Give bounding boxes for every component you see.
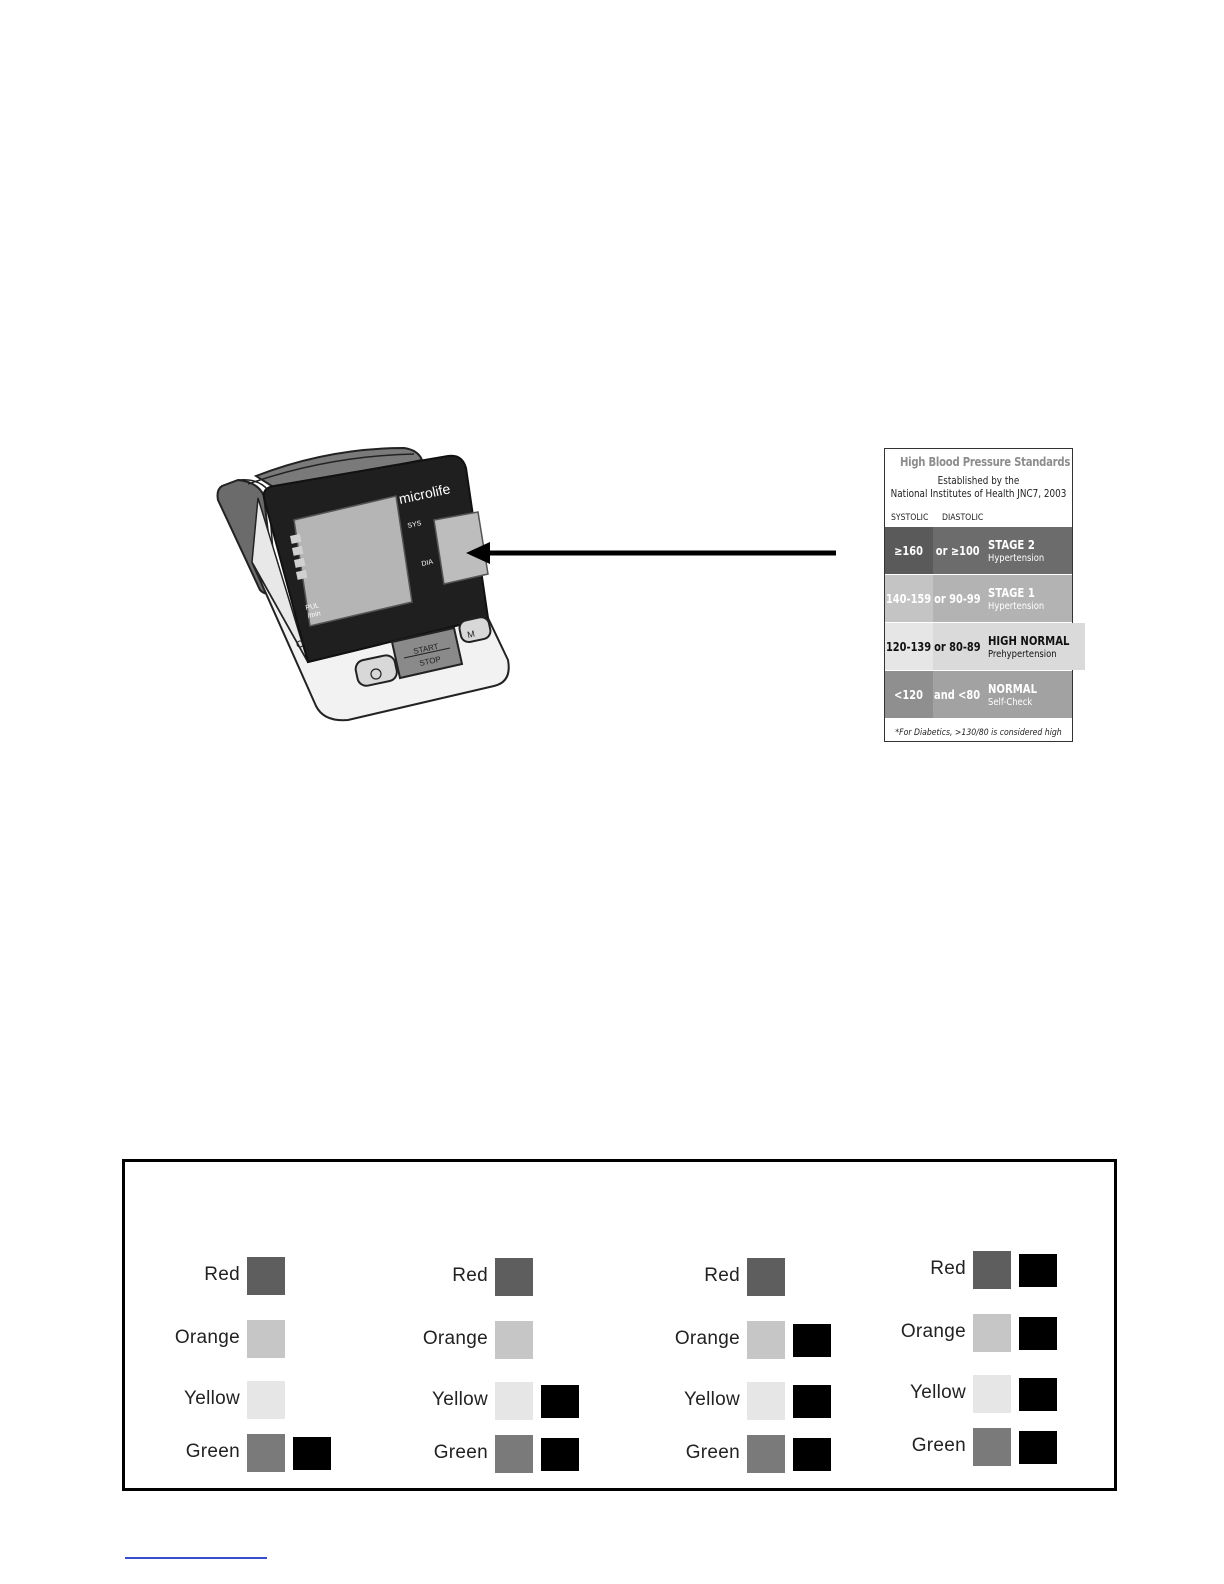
pointer-arrow <box>466 542 836 564</box>
footer-link-underline <box>125 1557 267 1559</box>
stage-label: HIGH NORMAL <box>988 633 1070 648</box>
legend-swatch-green <box>973 1428 1011 1466</box>
bp-standards-card: High Blood Pressure Standards Establishe… <box>884 448 1085 742</box>
legend-label-red: Red <box>452 1265 488 1286</box>
blood-pressure-monitor: microlife SYS DIA PUL /min START STOP M <box>216 446 510 722</box>
sys-label: SYS <box>407 520 422 530</box>
legend-check-mark <box>1019 1431 1057 1464</box>
stage-description: Self-Check <box>988 696 1033 708</box>
legend-swatch-orange <box>747 1321 785 1359</box>
legend-label-green: Green <box>911 1435 966 1456</box>
legend-check-mark <box>793 1324 831 1357</box>
bp-card-subtitle: Established by the <box>937 475 1020 487</box>
pulse-label: PUL <box>305 602 320 612</box>
diastolic-value: or ≥100 <box>935 543 980 558</box>
systolic-header: SYSTOLIC <box>891 513 929 523</box>
legend-swatch-red <box>747 1258 785 1296</box>
stage-description: Hypertension <box>988 600 1045 612</box>
stage-label: STAGE 2 <box>988 537 1035 552</box>
legend-check-mark <box>793 1438 831 1471</box>
legend-check-mark <box>793 1385 831 1418</box>
legend-label-green: Green <box>185 1441 240 1462</box>
clock-icon <box>370 668 382 680</box>
clock-button[interactable] <box>354 654 399 688</box>
legend-label-yellow: Yellow <box>909 1382 966 1403</box>
legend-label-orange: Orange <box>174 1327 240 1348</box>
diastolic-value: or 80-89 <box>934 639 981 654</box>
legend-label-orange: Orange <box>674 1328 740 1349</box>
pulse-unit-label: /min <box>307 610 321 620</box>
legend-swatch-green <box>247 1434 285 1472</box>
side-port-icon <box>296 640 304 648</box>
legend-check-mark <box>1019 1317 1057 1350</box>
legend-swatch-yellow <box>247 1381 285 1419</box>
dia-label: DIA <box>421 559 434 568</box>
legend-swatch-orange <box>973 1314 1011 1352</box>
legend-label-yellow: Yellow <box>183 1388 240 1409</box>
systolic-value: 140-159 <box>886 591 932 606</box>
systolic-value: 120-139 <box>886 639 932 654</box>
memory-label: M <box>466 629 475 640</box>
stage-label: NORMAL <box>988 681 1038 696</box>
legend-swatch-green <box>747 1435 785 1473</box>
legend-label-orange: Orange <box>422 1328 488 1349</box>
legend-label-red: Red <box>930 1258 966 1279</box>
diastolic-value: and <80 <box>934 687 981 702</box>
legend-label-red: Red <box>204 1264 240 1285</box>
bp-card-footnote: *For Diabetics, >130/80 is considered hi… <box>895 728 1062 738</box>
legend-swatch-red <box>247 1257 285 1295</box>
stage-description: Prehypertension <box>988 648 1057 660</box>
memory-button[interactable] <box>458 616 492 644</box>
stage-description: Hypertension <box>988 552 1045 564</box>
legend-swatch-orange <box>495 1321 533 1359</box>
bp-row-normal: <120 and <80 NORMAL Self-Check <box>885 671 1072 718</box>
legend-swatch-red <box>495 1258 533 1296</box>
legend-check-mark <box>1019 1378 1057 1411</box>
legend-label-orange: Orange <box>900 1321 966 1342</box>
legend-check-mark <box>1019 1254 1057 1287</box>
stop-label: STOP <box>419 655 442 668</box>
systolic-value: ≥160 <box>894 543 924 558</box>
bp-card-title: High Blood Pressure Standards <box>899 455 1071 469</box>
legend-swatch-yellow <box>747 1382 785 1420</box>
legend-label-green: Green <box>433 1442 488 1463</box>
bp-row-stage1: 140-159 or 90-99 STAGE 1 Hypertension <box>885 575 1072 622</box>
systolic-value: <120 <box>894 687 924 702</box>
legend-swatch-orange <box>247 1320 285 1358</box>
legend-swatch-yellow <box>495 1382 533 1420</box>
legend-check-mark <box>293 1437 331 1470</box>
bp-row-high-normal: 120-139 or 80-89 HIGH NORMAL Prehyperten… <box>885 623 1085 670</box>
legend-check-mark <box>541 1438 579 1471</box>
diastolic-header: DIASTOLIC <box>942 513 984 523</box>
bp-row-stage2: ≥160 or ≥100 STAGE 2 Hypertension <box>885 527 1072 574</box>
legend-swatch-yellow <box>973 1375 1011 1413</box>
stage-label: STAGE 1 <box>988 585 1035 600</box>
legend-label-yellow: Yellow <box>683 1389 740 1410</box>
legend-label-yellow: Yellow <box>431 1389 488 1410</box>
legend-swatch-red <box>973 1251 1011 1289</box>
legend-check-mark <box>541 1385 579 1418</box>
legend-label-green: Green <box>685 1442 740 1463</box>
bp-card-source: National Institutes of Health JNC7, 2003 <box>890 488 1067 500</box>
legend-label-red: Red <box>704 1265 740 1286</box>
legend-swatch-green <box>495 1435 533 1473</box>
diastolic-value: or 90-99 <box>934 591 981 606</box>
